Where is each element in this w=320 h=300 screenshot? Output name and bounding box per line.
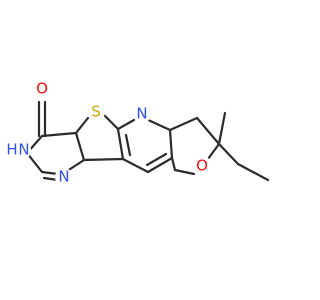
bond-ch2-cq xyxy=(195,116,221,146)
bond-s-c9a xyxy=(102,113,120,131)
bond-ethyl-ch3 xyxy=(236,162,270,182)
bond-cq-ethyl xyxy=(217,142,240,166)
bond-c9a-n xyxy=(116,118,136,131)
atom-nh-pyrimidine-h: H xyxy=(6,141,17,159)
atom-nh-pyrimidine-label: N xyxy=(18,141,29,159)
bond-c4a-c7a xyxy=(82,157,125,162)
molecule-structure: O S N N H N O xyxy=(6,79,270,186)
bond-c5a-c8a xyxy=(168,128,174,160)
bond-c5a-ch2 xyxy=(168,116,199,132)
atom-o-carbonyl-label: O xyxy=(36,80,48,98)
bond-c7a-c3a xyxy=(74,131,86,162)
bond-pyridine-inner-double xyxy=(124,133,132,157)
atom-s-thiophene: S xyxy=(87,103,105,121)
atom-nh-pyrimidine: N H xyxy=(6,140,31,160)
bond-cq-methyl xyxy=(217,111,227,146)
bond-c9a-c4a xyxy=(116,127,125,161)
bond-layer xyxy=(25,100,270,182)
atom-n-pyridine-label: N xyxy=(136,105,147,123)
atom-n-pyridine: N xyxy=(133,105,151,123)
atom-n-pyrimidine-label: N xyxy=(58,168,69,186)
atom-layer: O S N N H N O xyxy=(6,79,212,186)
atom-o-pyran: O xyxy=(192,156,212,176)
bond-n-c5a xyxy=(144,117,172,132)
atom-n-pyrimidine: N xyxy=(55,168,73,186)
atom-o-pyran-label: O xyxy=(196,157,208,175)
bond-ch-c4a xyxy=(121,157,150,174)
atom-s-thiophene-label: S xyxy=(91,103,101,121)
bond-nh-ch xyxy=(25,151,44,174)
bond-ch2-c8a xyxy=(170,156,177,172)
bond-cq-o xyxy=(206,142,221,161)
bond-ch-n-double-a xyxy=(40,170,60,176)
bond-carbonyl-c3a xyxy=(40,131,78,138)
bond-o-ch2 xyxy=(173,168,196,176)
bond-c8a-ch-double-a xyxy=(146,156,174,174)
bond-c8a-ch-double-b xyxy=(145,152,168,167)
bond-c3a-s xyxy=(74,116,90,135)
atom-o-carbonyl: O xyxy=(32,79,52,99)
